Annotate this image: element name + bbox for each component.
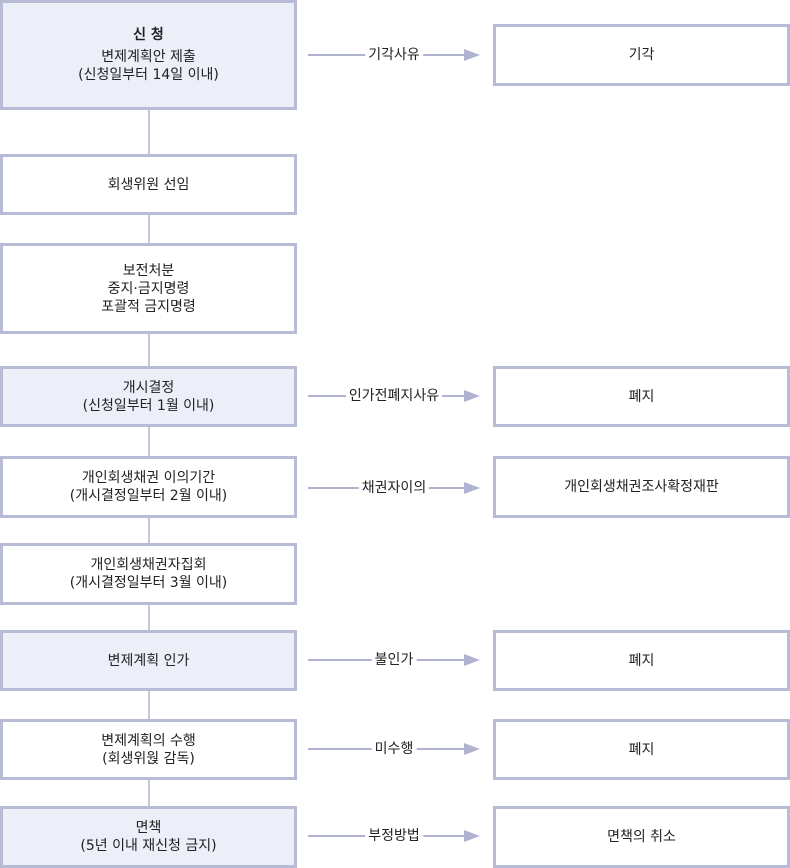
outcome-text: 폐지 <box>628 741 655 758</box>
outcome-dismissal: 기각 <box>493 24 790 86</box>
step-text: (신청일부터 1월 이내) <box>82 397 215 414</box>
branch-arrow: 불인가 <box>308 650 480 670</box>
branch-arrow: 기각사유 <box>308 45 480 65</box>
branch-label: 기각사유 <box>365 45 423 65</box>
branch-arrow: 인가전폐지사유 <box>308 386 480 406</box>
arrow-head-icon <box>464 654 480 666</box>
branch-arrow: 채권자이의 <box>308 478 480 498</box>
connector-line <box>148 214 150 244</box>
step-text: 개시결정 <box>122 379 175 396</box>
branch-arrow: 미수행 <box>308 739 480 759</box>
step-text: (개시결정일부터 3월 이내) <box>69 575 228 591</box>
arrow-head-icon <box>464 482 480 494</box>
outcome-text: 면책의 취소 <box>607 829 676 845</box>
step-text: 회생위원 선임 <box>107 176 190 193</box>
outcome-abolition: 폐지 <box>493 366 790 427</box>
branch-arrow: 부정방법 <box>308 826 480 846</box>
step-plan-approval: 변제계획 인가 <box>0 630 297 691</box>
branch-label: 인가전폐지사유 <box>345 386 443 406</box>
outcome-abolition: 폐지 <box>493 719 790 780</box>
step-text: (회생위웑 감독) <box>102 750 195 767</box>
step-text: 개인회생채권 이의기간 <box>81 470 216 486</box>
connector-line <box>148 109 150 155</box>
outcome-text: 폐지 <box>628 652 655 669</box>
step-title: 신 청 <box>133 27 164 43</box>
connector-line <box>148 779 150 807</box>
outcome-claim-trial: 개인회생채권조사확정재판 <box>493 456 790 518</box>
step-text: 개인회생채권자집회 <box>90 557 207 573</box>
branch-label: 부정방법 <box>365 826 423 846</box>
connector-line <box>148 604 150 631</box>
branch-label: 불인가 <box>371 650 417 670</box>
branch-label: 채권자이의 <box>358 478 430 498</box>
step-discharge: 면책 (5년 이내 재신청 금지) <box>0 806 297 868</box>
outcome-discharge-revocation: 면책의 취소 <box>493 806 790 868</box>
step-text: 포괄적 금지명령 <box>101 298 196 315</box>
step-text: (신청일부터 14일 이내) <box>78 67 219 83</box>
arrow-head-icon <box>464 743 480 755</box>
step-plan-execution: 변제계획의 수행 (회생위웑 감독) <box>0 719 297 780</box>
step-text: 변제계획 인가 <box>107 652 190 669</box>
step-trustee-appointment: 회생위원 선임 <box>0 154 297 215</box>
arrow-head-icon <box>464 830 480 842</box>
outcome-text: 폐지 <box>628 388 655 405</box>
connector-line <box>148 333 150 367</box>
connector-line <box>148 517 150 544</box>
step-objection-period: 개인회생채권 이의기간 (개시결정일부터 2월 이내) <box>0 456 297 518</box>
arrow-head-icon <box>464 49 480 61</box>
outcome-text: 개인회생채권조사확정재판 <box>564 479 719 495</box>
step-text: (개시결정일부터 2월 이내) <box>69 488 228 504</box>
outcome-text: 기각 <box>628 47 655 63</box>
step-commencement: 개시결정 (신청일부터 1월 이내) <box>0 366 297 427</box>
connector-line <box>148 426 150 457</box>
step-application: 신 청 변제계획안 제출 (신청일부터 14일 이내) <box>0 0 297 110</box>
connector-line <box>148 690 150 720</box>
step-text: 면책 <box>135 820 162 836</box>
step-text: (5년 이내 재신청 금지) <box>80 838 217 854</box>
branch-label: 미수행 <box>371 739 417 759</box>
outcome-abolition: 폐지 <box>493 630 790 691</box>
step-creditors-meeting: 개인회생채권자집회 (개시결정일부터 3월 이내) <box>0 543 297 605</box>
step-text: 변제계획의 수행 <box>101 732 196 749</box>
step-text: 중지·금지명령 <box>107 280 190 297</box>
step-text: 변제계획안 제출 <box>101 49 196 65</box>
step-text: 보전처분 <box>122 262 175 279</box>
arrow-head-icon <box>464 390 480 402</box>
step-preservation: 보전처분 중지·금지명령 포괄적 금지명령 <box>0 243 297 334</box>
